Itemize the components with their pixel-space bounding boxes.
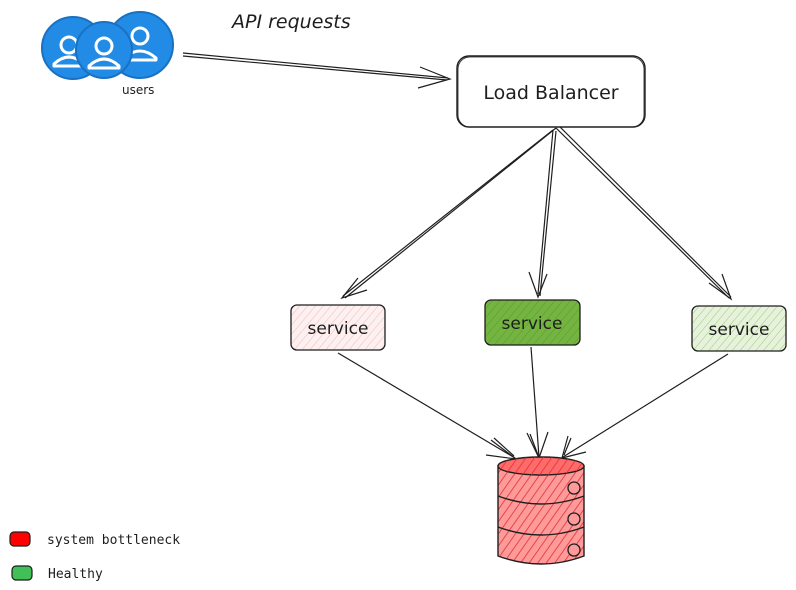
legend-swatch-green	[11, 565, 33, 581]
service-1-to-database-arrow	[337, 352, 519, 460]
load-balancer-label: Load Balancer	[483, 82, 618, 104]
database-icon	[497, 456, 585, 565]
service-label-3: service	[709, 320, 770, 340]
legend: system bottleneck Healthy	[9, 531, 180, 582]
service-node-1: service	[290, 304, 386, 351]
service-node-2: service	[484, 299, 581, 346]
load-balancer-to-service-2-arrow	[528, 129, 557, 299]
users-label: users	[122, 83, 154, 97]
legend-label-bottleneck: system bottleneck	[47, 533, 180, 548]
service-node-3: service	[691, 305, 787, 352]
users-to-load-balancer-arrow	[182, 52, 452, 89]
legend-swatch-red	[9, 531, 31, 547]
service-label-1: service	[308, 319, 369, 339]
users-icon	[41, 11, 174, 80]
service-label-2: service	[502, 314, 563, 334]
load-balancer-node: Load Balancer	[456, 55, 646, 128]
legend-item-healthy: Healthy	[11, 565, 103, 582]
load-balancer-to-service-3-arrow	[555, 126, 733, 301]
load-balancer-to-service-1-arrow	[340, 127, 557, 300]
legend-label-healthy: Healthy	[48, 567, 103, 582]
api-requests-label: API requests	[230, 11, 351, 33]
service-2-to-database-arrow	[526, 346, 549, 460]
legend-item-bottleneck: system bottleneck	[9, 531, 180, 548]
service-3-to-database-arrow	[561, 353, 729, 459]
